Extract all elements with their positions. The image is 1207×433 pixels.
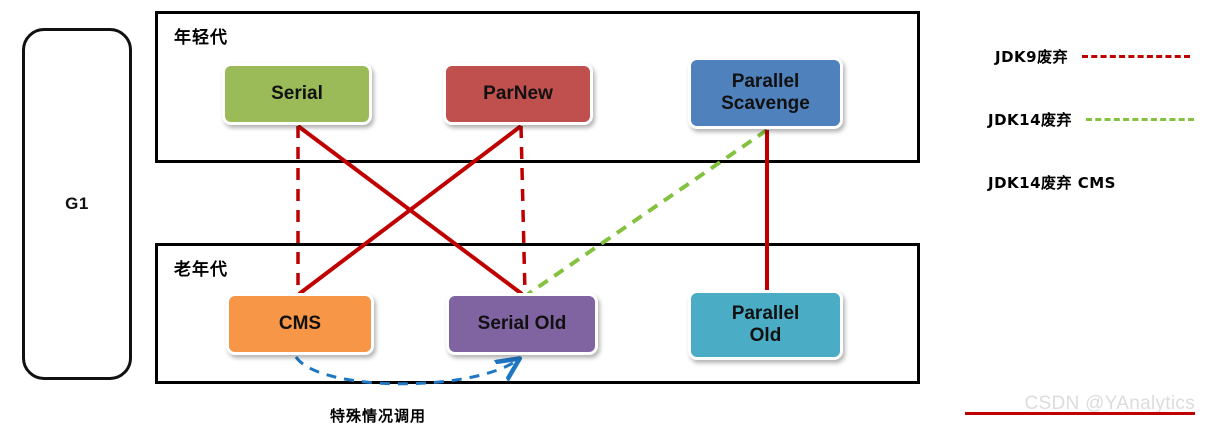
g1-label: G1 <box>65 194 89 213</box>
collector-node-parnew[interactable]: ParNew <box>443 63 593 125</box>
collector-node-cms-label: CMS <box>278 313 322 335</box>
watermark: CSDN @YAnalytics <box>965 393 1195 415</box>
collector-node-parallel-old-label: Parallel Old <box>732 303 800 347</box>
legend-swatch-red-dashed-icon <box>1082 55 1191 58</box>
collector-node-serial[interactable]: Serial <box>222 63 372 125</box>
collector-node-parallel-old[interactable]: Parallel Old <box>688 290 843 360</box>
collector-node-parallel-old-label-line2: Old <box>749 325 782 346</box>
collector-node-parallel-scavenge[interactable]: Parallel Scavenge <box>688 57 843 129</box>
old-generation-title: 老年代 <box>174 260 228 279</box>
legend-item-jdk14-deprecated-cms-label: JDK14废弃 CMS <box>988 174 1116 192</box>
young-generation-title: 年轻代 <box>174 28 228 47</box>
legend-item-jdk9-deprecated-label: JDK9废弃 <box>995 48 1069 66</box>
collector-node-cms[interactable]: CMS <box>226 293 374 355</box>
special-call-caption: 特殊情况调用 <box>330 408 427 425</box>
legend-item-jdk14-deprecated: JDK14废弃 <box>988 109 1195 130</box>
collector-node-parnew-label: ParNew <box>483 83 553 105</box>
collector-node-parallel-scavenge-label: Parallel Scavenge <box>721 71 810 115</box>
watermark-text: CSDN @YAnalytics <box>1024 393 1195 414</box>
legend-item-jdk14-deprecated-label: JDK14废弃 <box>988 111 1073 129</box>
legend-item-jdk9-deprecated: JDK9废弃 <box>995 46 1191 67</box>
legend-swatch-green-dashed-icon <box>1086 118 1195 121</box>
collector-node-parallel-scavenge-label-line1: Parallel <box>731 71 800 93</box>
collector-node-serial-old-label: Serial Old <box>477 313 567 335</box>
g1-collector-box: G1 <box>22 28 132 380</box>
watermark-rule <box>965 412 1195 415</box>
collector-node-parallel-old-label-line1: Parallel <box>731 303 800 325</box>
legend-item-jdk14-deprecated-cms: JDK14废弃 CMS <box>988 172 1116 193</box>
collector-node-serial-label: Serial <box>271 83 323 105</box>
collector-node-parallel-scavenge-label-line2: Scavenge <box>721 93 810 114</box>
collector-node-serial-old[interactable]: Serial Old <box>446 293 598 355</box>
